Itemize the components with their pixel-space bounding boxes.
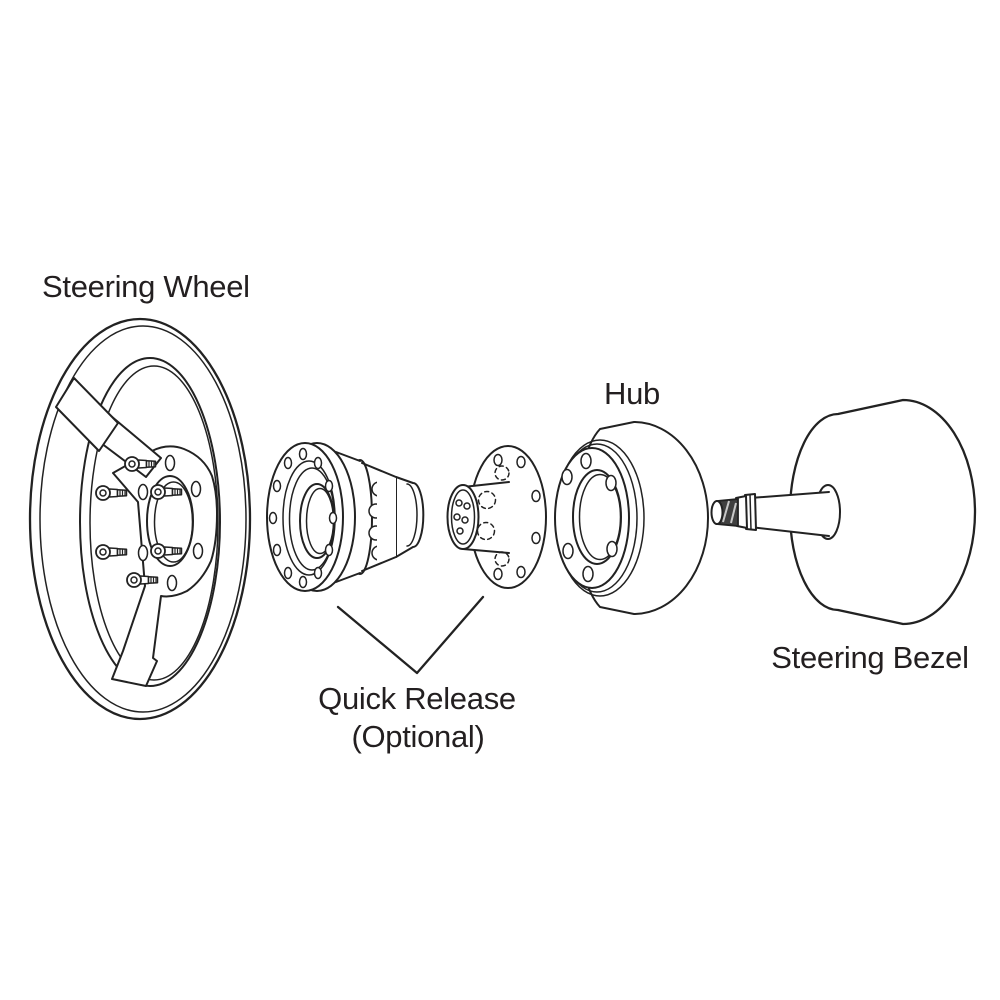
label-quick-release: Quick Release	[318, 681, 516, 716]
wheel-rim-outer	[28, 317, 252, 721]
quick-release-leader-lines	[336, 595, 485, 675]
steering-wheel-drawing	[28, 317, 252, 721]
label-hub: Hub	[604, 376, 660, 411]
qr-neck-edges	[361, 462, 397, 572]
label-quick-release-optional: (Optional)	[351, 719, 484, 754]
wheel-spoke-pad	[55, 377, 119, 452]
qr-flange-holes	[268, 447, 338, 589]
hub-center-opening-line	[578, 473, 622, 561]
quick-release-plate-drawing	[446, 445, 547, 589]
wheel-rim-inner	[79, 357, 221, 687]
qr-rear-collar	[395, 476, 425, 558]
label-steering-bezel: Steering Bezel	[771, 640, 968, 675]
shaft-spline-highlights	[722, 500, 737, 524]
qr-hidden-detail-circles	[476, 465, 510, 567]
hub-bolt-holes	[561, 452, 618, 583]
wheel-bolt-holes	[137, 454, 204, 592]
bezel-body	[788, 398, 977, 626]
wheel-screw	[95, 544, 128, 560]
wheel-rim-inner-line	[89, 365, 219, 681]
wheel-center-opening-inner-line	[153, 481, 194, 563]
wheel-rim-outer-inner-line	[39, 325, 247, 713]
wheel-screw	[95, 485, 128, 501]
qr-body-edges	[335, 451, 361, 583]
shaft-step-line	[749, 493, 752, 531]
label-steering-wheel: Steering Wheel	[42, 269, 250, 304]
shaft-tip-endcap	[710, 500, 724, 525]
quick-release-adapter-drawing	[266, 442, 425, 592]
qr-rear-collar-line	[406, 483, 418, 547]
shaft-edges	[749, 491, 830, 537]
qr-boss-face-line	[450, 489, 476, 545]
qr-boss-face-holes	[453, 499, 471, 535]
steering-shaft-drawing	[710, 491, 830, 537]
hub-drawing	[554, 421, 709, 615]
